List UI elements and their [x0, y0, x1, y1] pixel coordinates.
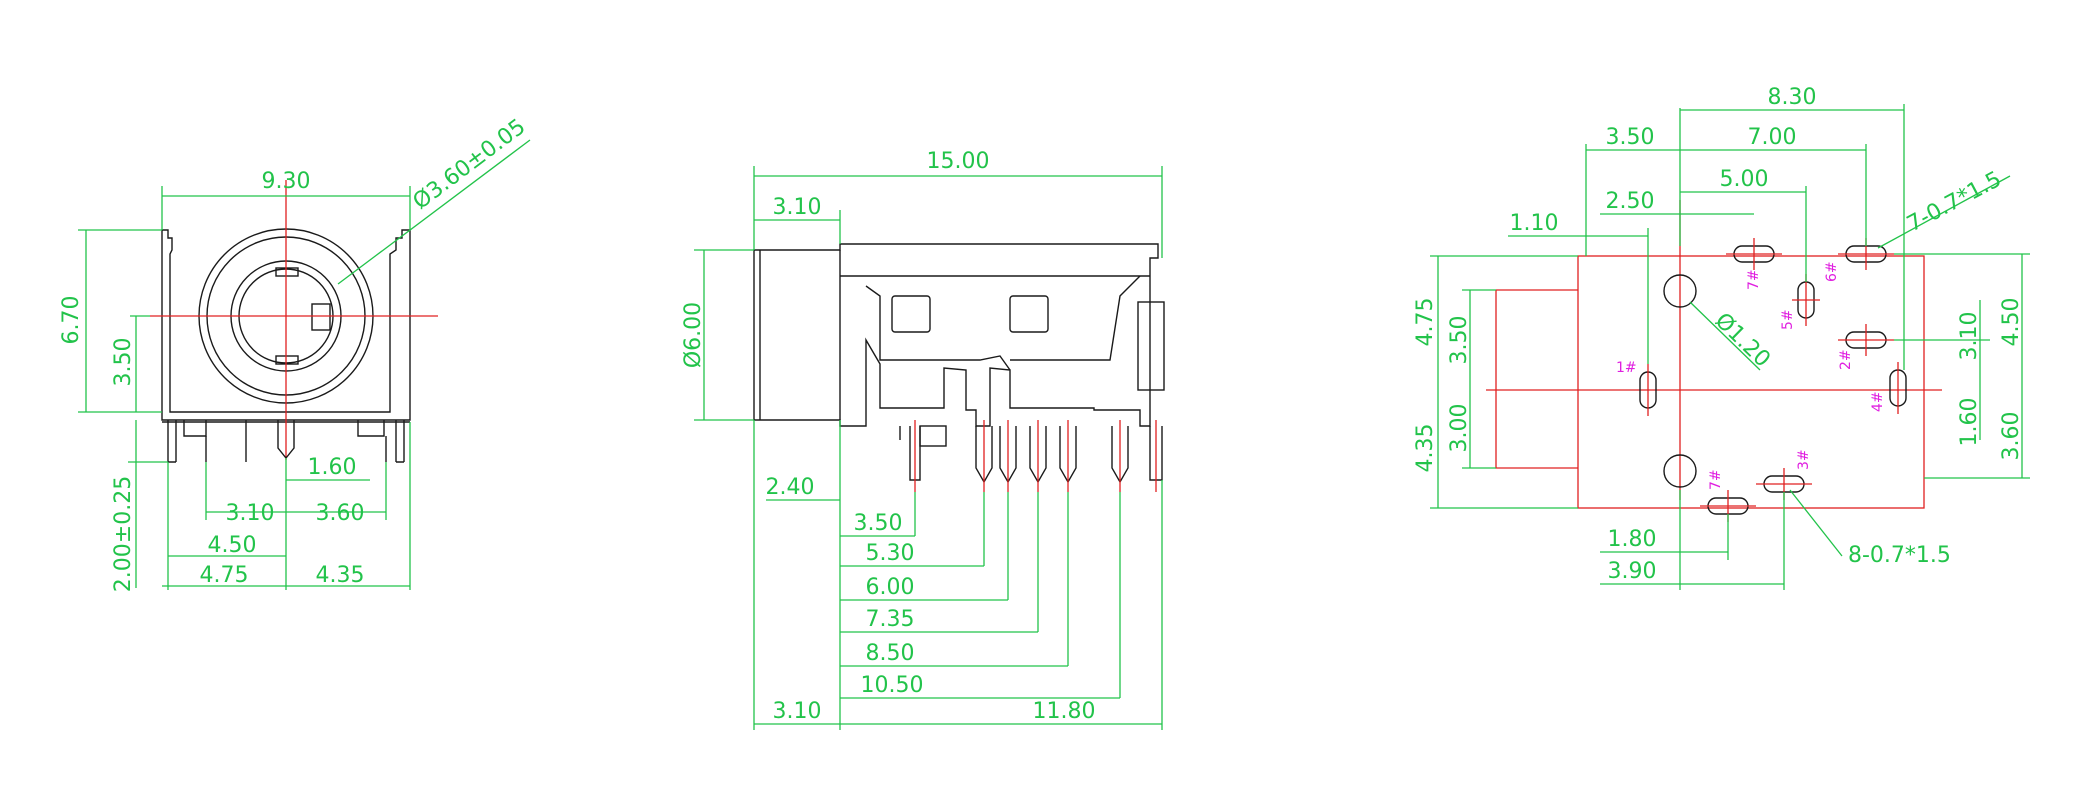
front-dim-160: 1.60	[308, 455, 357, 480]
side-dim-735: 7.35	[866, 607, 915, 632]
pcb-500-label: 5.00	[1720, 167, 1769, 192]
pcb-475-label: 4.75	[1413, 298, 1438, 347]
side-dim-350: 3.50	[854, 511, 903, 536]
pcb-700-label: 7.00	[1748, 125, 1797, 150]
pin-7-label-bottom: 7#	[1708, 469, 1724, 490]
front-dim-360: 3.60	[316, 501, 365, 526]
side-window-1	[891, 295, 931, 333]
side-diameter-label: Ø6.00	[681, 302, 706, 368]
mount-hole-bottom	[1663, 454, 1697, 488]
side-dimensions: 15.00 3.10 Ø6.00 2.40 3.50 5.30 6.00 7.3…	[681, 149, 1163, 730]
front-width-label: 9.30	[262, 169, 311, 194]
front-height-label: 6.70	[59, 296, 84, 345]
pcb-390-label: 3.90	[1608, 559, 1657, 584]
pcb-110-label: 1.10	[1510, 211, 1559, 236]
side-window-2	[1009, 295, 1049, 333]
pin-5-label: 5#	[1780, 309, 1796, 330]
side-view: 15.00 3.10 Ø6.00 2.40 3.50 5.30 6.00 7.3…	[681, 149, 1165, 730]
front-dim-475: 4.75	[200, 563, 249, 588]
side-length-label: 15.00	[927, 149, 990, 174]
pcb-180-label: 1.80	[1608, 527, 1657, 552]
front-dim-450: 4.50	[208, 533, 257, 558]
pcb-360-label: 3.60	[1999, 412, 2024, 461]
pcb-slot-bottom-label: 8-0.7*1.5	[1848, 543, 1951, 568]
front-dim-310: 3.10	[226, 501, 275, 526]
pcb-view: 1# 2# 3# 4# 5# 6# 7# 7# 8.30 3.50 7.00 5…	[1413, 85, 2030, 590]
pcb-450-label: 4.50	[1999, 298, 2024, 347]
pcb-435-label: 4.35	[1413, 424, 1438, 473]
front-hole-label: Ø3.60±0.05	[409, 114, 531, 214]
pcb-160-label: 1.60	[1957, 398, 1982, 447]
mount-hole-top	[1663, 274, 1697, 308]
side-bottom-left-label: 3.10	[773, 699, 822, 724]
pcb-outline	[1577, 255, 1925, 509]
side-dim-850: 8.50	[866, 641, 915, 666]
pin-7-label-top: 7#	[1746, 269, 1762, 290]
pcb-350-label: 3.50	[1447, 316, 1472, 365]
pin-1-label: 1#	[1616, 360, 1637, 376]
pin-4-label: 4#	[1870, 391, 1886, 412]
pcb-total-label: 8.30	[1768, 85, 1817, 110]
pcb-slot-top-label: 7-0.7*1.5	[1903, 167, 2006, 237]
front-center-height-label: 3.50	[111, 338, 136, 387]
side-nose-label: 3.10	[773, 195, 822, 220]
front-pin-length-label: 2.00±0.25	[111, 476, 136, 592]
pin-3-label: 3#	[1796, 449, 1812, 470]
pcb-hole-dia-label: Ø1.20	[1710, 308, 1775, 372]
pcb-300-label: 3.00	[1447, 404, 1472, 453]
pin-labels: 1# 2# 3# 4# 5# 6# 7# 7#	[1616, 261, 1886, 490]
pin-2-label: 2#	[1838, 349, 1854, 370]
side-dim-1050: 10.50	[861, 673, 924, 698]
side-body-outline	[753, 243, 1159, 427]
pcb-left-label: 3.50	[1606, 125, 1655, 150]
side-bottom-right-label: 11.80	[1033, 699, 1096, 724]
pcb-nose-outline	[1495, 289, 1578, 469]
pcb-310-label: 3.10	[1957, 312, 1982, 361]
front-dimensions: 9.30 Ø3.60±0.05 6.70 3.50 2.00±0.25 1.60…	[59, 114, 530, 592]
side-dim-530: 5.30	[866, 541, 915, 566]
front-view: 9.30 Ø3.60±0.05 6.70 3.50 2.00±0.25 1.60…	[59, 114, 530, 592]
pcb-250-label: 2.50	[1606, 189, 1655, 214]
front-body-outline	[161, 229, 411, 421]
front-dim-435: 4.35	[316, 563, 365, 588]
side-offset-label: 2.40	[766, 475, 815, 500]
side-dim-600: 6.00	[866, 575, 915, 600]
pin-6-label: 6#	[1824, 261, 1840, 282]
